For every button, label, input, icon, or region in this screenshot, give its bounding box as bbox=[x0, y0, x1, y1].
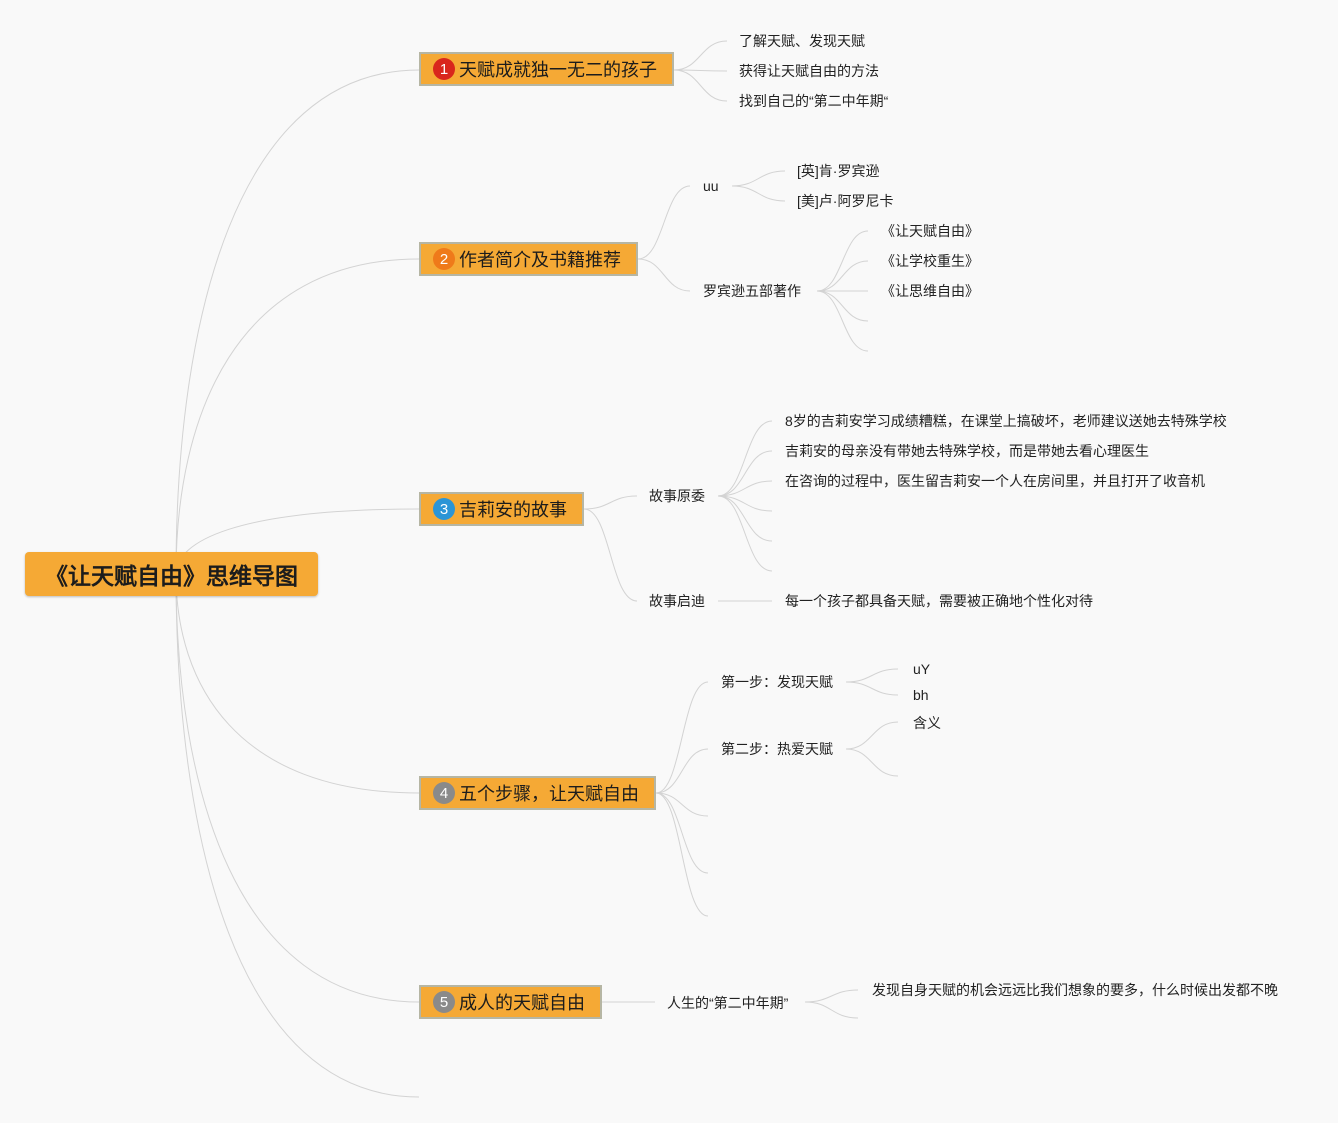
connector-curve bbox=[655, 792, 709, 917]
connector-curve bbox=[175, 258, 420, 575]
branch-label: 五个步骤，让天赋自由 bbox=[459, 784, 639, 804]
connector-curve bbox=[583, 508, 638, 602]
leaf-never-too-late[interactable]: 发现自身天赋的机会远远比我们想象的要多，什么时候出发都不晚 bbox=[872, 982, 1278, 998]
sub-story-details[interactable]: 故事原委 bbox=[649, 488, 705, 504]
connector-curve bbox=[175, 573, 420, 794]
sub-authors[interactable]: uu bbox=[703, 178, 719, 194]
connector-curve bbox=[804, 989, 859, 1003]
connector-curve bbox=[731, 185, 786, 202]
branch-five-steps[interactable]: 4 五个步骤，让天赋自由 bbox=[419, 776, 656, 810]
connector-curve bbox=[637, 258, 691, 292]
connector-curve bbox=[731, 170, 786, 187]
leaf-meaning[interactable]: 含义 bbox=[913, 715, 941, 731]
branch-label: 吉莉安的故事 bbox=[459, 500, 567, 520]
sub-step-one[interactable]: 第一步：发现天赋 bbox=[721, 674, 833, 690]
connector-curve bbox=[717, 450, 773, 497]
connector-curve bbox=[673, 69, 728, 72]
connector-curve bbox=[655, 792, 709, 874]
number-3-badge: 3 bbox=[433, 498, 455, 520]
connector-curve bbox=[583, 495, 638, 510]
branch-adult-talent[interactable]: 5 成人的天赋自由 bbox=[419, 985, 602, 1019]
connector-curve bbox=[717, 495, 773, 512]
connector-curve bbox=[717, 495, 773, 542]
sub-five-works[interactable]: 罗宾逊五部著作 bbox=[703, 283, 801, 299]
branch-label: 作者简介及书籍推荐 bbox=[459, 250, 621, 270]
connector-curve bbox=[717, 420, 773, 497]
leaf-ken-robinson[interactable]: [英]肯·罗宾逊 bbox=[797, 163, 880, 179]
connector-curve bbox=[673, 40, 728, 71]
leaf-lou-aronica[interactable]: [美]卢·阿罗尼卡 bbox=[797, 193, 894, 209]
connector-curve bbox=[845, 721, 899, 750]
leaf-bh[interactable]: bh bbox=[913, 687, 929, 703]
branch-label: 成人的天赋自由 bbox=[459, 993, 585, 1013]
leaf-book-element[interactable]: 《让天赋自由》 bbox=[881, 223, 979, 239]
branch-author-books[interactable]: 2 作者简介及书籍推荐 bbox=[419, 242, 638, 276]
connector-curve bbox=[816, 290, 869, 352]
leaf-get-method[interactable]: 获得让天赋自由的方法 bbox=[739, 63, 879, 79]
connector-curve bbox=[175, 69, 420, 575]
connector-curve bbox=[845, 668, 899, 683]
connector-curve bbox=[175, 573, 420, 1098]
number-5-badge: 5 bbox=[433, 991, 455, 1013]
leaf-lesson[interactable]: 每一个孩子都具备天赋，需要被正确地个性化对待 bbox=[785, 593, 1093, 609]
branch-gillian-story[interactable]: 3 吉莉安的故事 bbox=[419, 492, 584, 526]
connector-curve bbox=[637, 185, 691, 260]
root-topic[interactable]: 《让天赋自由》思维导图 bbox=[25, 552, 318, 596]
branch-talent-unique-child[interactable]: 1 天赋成就独一无二的孩子 bbox=[419, 52, 674, 86]
leaf-story-3[interactable]: 在咨询的过程中，医生留吉莉安一个人在房间里，并且打开了收音机 bbox=[785, 473, 1205, 489]
connector-curve bbox=[717, 495, 773, 572]
leaf-uy[interactable]: uY bbox=[913, 661, 931, 677]
connector-curve bbox=[816, 290, 869, 322]
connector-curve bbox=[804, 1001, 859, 1019]
sub-step-two[interactable]: 第二步：热爱天赋 bbox=[721, 741, 833, 757]
connector-curve bbox=[717, 480, 773, 497]
branch-label: 天赋成就独一无二的孩子 bbox=[459, 60, 657, 80]
leaf-second-midlife[interactable]: 找到自己的“第二中年期“ bbox=[739, 93, 889, 109]
leaf-book-schools[interactable]: 《让学校重生》 bbox=[881, 253, 979, 269]
connector-curve bbox=[175, 573, 420, 1003]
sub-story-lesson[interactable]: 故事启迪 bbox=[649, 593, 705, 609]
leaf-understand-talent[interactable]: 了解天赋、发现天赋 bbox=[739, 33, 865, 49]
leaf-story-1[interactable]: 8岁的吉莉安学习成绩糟糕，在课堂上搞破坏，老师建议送她去特殊学校 bbox=[785, 413, 1227, 429]
number-4-badge: 4 bbox=[433, 782, 455, 804]
connector-curve bbox=[816, 230, 869, 292]
connector-curve bbox=[845, 748, 899, 777]
number-1-badge: 1 bbox=[433, 58, 455, 80]
connector-curve bbox=[655, 792, 709, 817]
number-2-badge: 2 bbox=[433, 248, 455, 270]
connector-curve bbox=[845, 681, 899, 696]
leaf-story-2[interactable]: 吉莉安的母亲没有带她去特殊学校，而是带她去看心理医生 bbox=[785, 443, 1149, 459]
connector-curve bbox=[673, 69, 728, 102]
sub-second-midlife[interactable]: 人生的“第二中年期” bbox=[667, 995, 789, 1011]
connector-curve bbox=[655, 681, 709, 794]
connector-curve bbox=[655, 748, 709, 794]
leaf-book-mind[interactable]: 《让思维自由》 bbox=[881, 283, 979, 299]
connector-curve bbox=[816, 260, 869, 292]
